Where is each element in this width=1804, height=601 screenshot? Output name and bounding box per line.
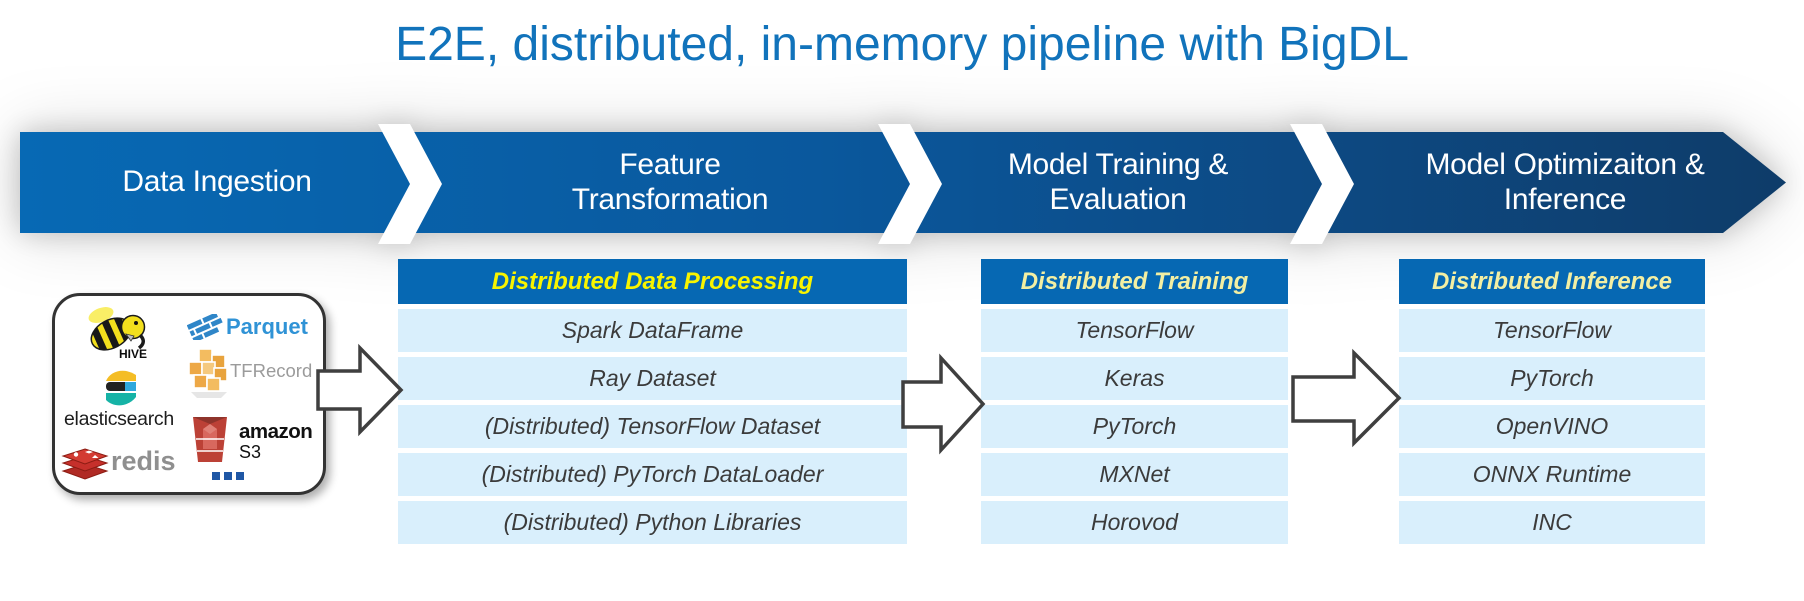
table-row: INC <box>1399 501 1705 544</box>
banner-arrow-shape <box>20 132 1786 233</box>
table-row: MXNet <box>981 453 1288 496</box>
table-row: OpenVINO <box>1399 405 1705 448</box>
table-row: (Distributed) Python Libraries <box>398 501 907 544</box>
more-sources-ellipsis <box>212 472 246 480</box>
table-row: Ray Dataset <box>398 357 907 400</box>
stage-label-model-training: Model Training &Evaluation <box>1007 148 1229 216</box>
stage-label-model-optimization: Model Optimizaiton &Inference <box>1425 148 1705 216</box>
parquet-icon <box>187 314 223 340</box>
table-row: TensorFlow <box>1399 309 1705 352</box>
data-sources-box: HIVE Parquet TFRecord elasti <box>52 293 326 495</box>
s3-logo-text: S3 <box>239 442 262 462</box>
tfrecord-icon <box>188 348 228 398</box>
table-row: Spark DataFrame <box>398 309 907 352</box>
arrow-box-to-processing <box>316 343 404 437</box>
arrow-training-to-inference <box>1291 348 1402 448</box>
table-row: ONNX Runtime <box>1399 453 1705 496</box>
table-header: Distributed Training <box>981 259 1288 304</box>
elasticsearch-icon <box>106 370 136 406</box>
table-distributed-training: Distributed Training TensorFlow Keras Py… <box>981 259 1288 549</box>
table-distributed-inference: Distributed Inference TensorFlow PyTorch… <box>1399 259 1705 549</box>
table-row: PyTorch <box>981 405 1288 448</box>
redis-icon <box>61 448 109 480</box>
amazon-logo-text: amazon <box>239 420 313 443</box>
table-row: Keras <box>981 357 1288 400</box>
table-row: Horovod <box>981 501 1288 544</box>
svg-text:HIVE: HIVE <box>119 347 147 361</box>
amazon-s3-icon <box>193 417 227 462</box>
chevron-separator-2 <box>878 124 942 244</box>
table-row: PyTorch <box>1399 357 1705 400</box>
stage-label-data-ingestion: Data Ingestion <box>122 165 312 198</box>
chevron-separator-1 <box>378 124 442 244</box>
table-distributed-data-processing: Distributed Data Processing Spark DataFr… <box>398 259 907 549</box>
table-row: TensorFlow <box>981 309 1288 352</box>
parquet-logo-text: Parquet <box>226 314 308 339</box>
table-row: (Distributed) PyTorch DataLoader <box>398 453 907 496</box>
elasticsearch-logo-text: elasticsearch <box>64 408 174 430</box>
table-header: Distributed Inference <box>1399 259 1705 304</box>
chevron-separator-3 <box>1290 124 1354 244</box>
redis-logo-text: redis <box>111 446 176 476</box>
arrow-processing-to-training <box>901 353 986 455</box>
page-title: E2E, distributed, in-memory pipeline wit… <box>395 18 1409 71</box>
table-header: Distributed Data Processing <box>398 259 907 304</box>
hive-icon: HIVE <box>85 307 147 361</box>
tfrecord-logo-text: TFRecord <box>230 360 313 381</box>
table-row: (Distributed) TensorFlow Dataset <box>398 405 907 448</box>
